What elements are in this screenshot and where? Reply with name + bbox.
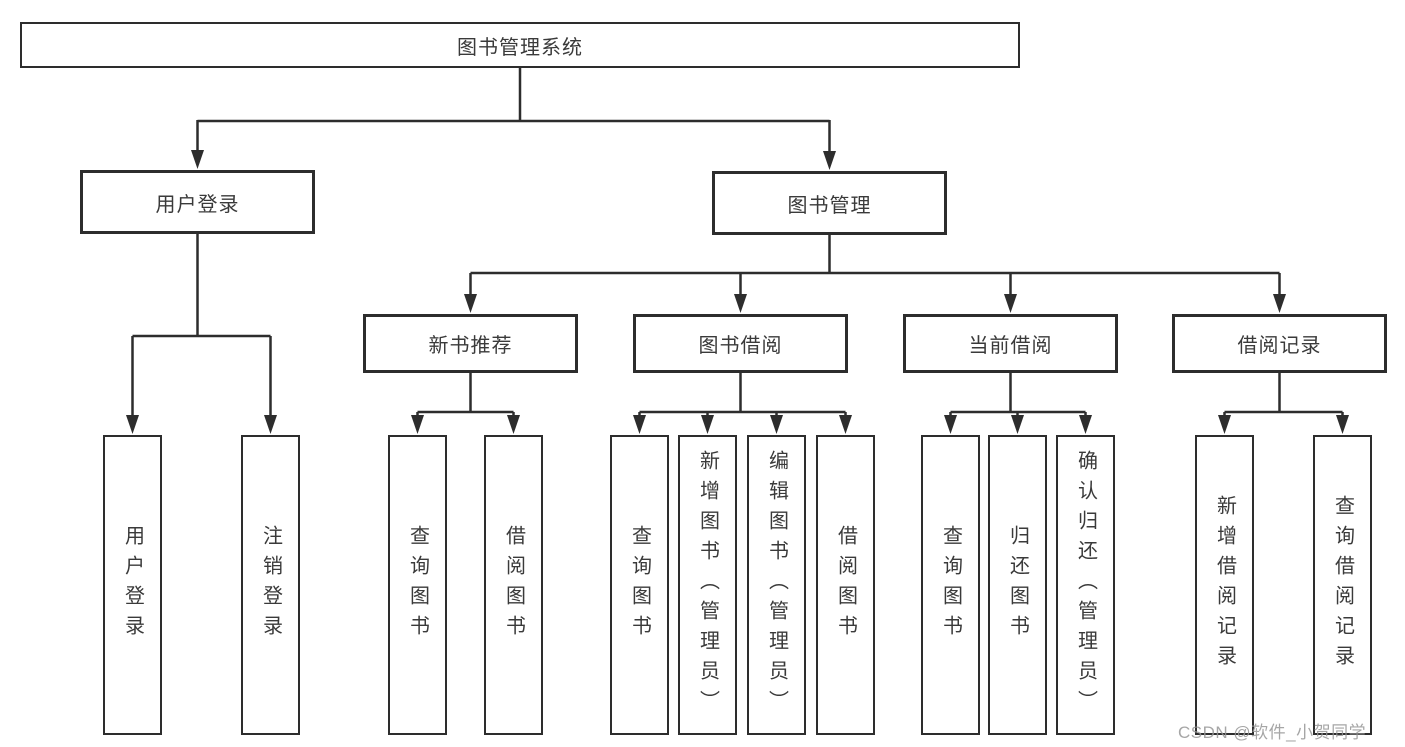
leaf-label: 查询图书 [628, 525, 651, 645]
leaf-label: 确认归还（管理员） [1074, 450, 1097, 720]
arrow-down-icon [701, 415, 714, 434]
leaf-label: 查询借阅记录 [1331, 495, 1354, 675]
leaf-add-borrow-record: 新增借阅记录 [1195, 435, 1254, 735]
node-label: 图书借阅 [698, 335, 783, 357]
leaf-edit-book-admin: 编辑图书（管理员） [747, 435, 806, 735]
leaf-label: 新增图书（管理员） [696, 450, 719, 720]
node-current-borrow: 当前借阅 [903, 314, 1118, 373]
arrow-down-icon [770, 415, 783, 434]
arrow-down-icon [507, 415, 520, 434]
node-user-login: 用户登录 [80, 170, 315, 234]
arrow-down-icon [1004, 294, 1017, 313]
connector-root-to-level2 [191, 68, 836, 170]
node-label: 图书管理系统 [457, 36, 583, 59]
node-label: 借阅记录 [1237, 335, 1322, 357]
leaf-borrow-book: 借阅图书 [816, 435, 875, 735]
leaf-label: 用户登录 [121, 525, 144, 645]
connector-newbook-to-leaves [411, 373, 520, 434]
node-label: 新书推荐 [428, 335, 513, 357]
leaf-label: 注销登录 [259, 525, 282, 645]
leaf-borrow-book-newbook: 借阅图书 [484, 435, 543, 735]
csdn-watermark: CSDN @软件_小贺同学 [1178, 723, 1367, 742]
leaf-label: 新增借阅记录 [1213, 495, 1236, 675]
leaf-label: 归还图书 [1006, 525, 1029, 645]
leaf-query-book-current: 查询图书 [921, 435, 980, 735]
connector-bookborrow-to-leaves [633, 373, 852, 434]
arrow-down-icon [411, 415, 424, 434]
leaf-label: 编辑图书（管理员） [765, 450, 788, 720]
arrow-down-icon [1011, 415, 1024, 434]
leaf-label: 借阅图书 [834, 525, 857, 645]
arrow-down-icon [633, 415, 646, 434]
leaf-label: 查询图书 [406, 525, 429, 645]
node-label: 用户登录 [155, 193, 240, 216]
arrow-down-icon [734, 294, 747, 313]
arrow-down-icon [1079, 415, 1092, 434]
arrow-down-icon [464, 294, 477, 313]
node-label: 当前借阅 [968, 335, 1053, 357]
leaf-query-borrow-record: 查询借阅记录 [1313, 435, 1372, 735]
leaf-return-book: 归还图书 [988, 435, 1047, 735]
arrow-down-icon [191, 150, 204, 169]
connector-userlogin-to-leaves [126, 234, 277, 434]
arrow-down-icon [944, 415, 957, 434]
arrow-down-icon [839, 415, 852, 434]
arrow-down-icon [264, 415, 277, 434]
leaf-logout: 注销登录 [241, 435, 300, 735]
leaf-label: 查询图书 [939, 525, 962, 645]
leaf-confirm-return-admin: 确认归还（管理员） [1056, 435, 1115, 735]
node-root-system: 图书管理系统 [20, 22, 1020, 68]
arrow-down-icon [823, 151, 836, 170]
node-new-book-recommend: 新书推荐 [363, 314, 578, 373]
leaf-add-book-admin: 新增图书（管理员） [678, 435, 737, 735]
node-borrow-record: 借阅记录 [1172, 314, 1387, 373]
connector-borrowrecord-to-leaves [1218, 373, 1349, 434]
node-label: 图书管理 [787, 194, 872, 217]
arrow-down-icon [1273, 294, 1286, 313]
arrow-down-icon [126, 415, 139, 434]
leaf-query-book-newbook: 查询图书 [388, 435, 447, 735]
node-book-borrow: 图书借阅 [633, 314, 848, 373]
leaf-user-login: 用户登录 [103, 435, 162, 735]
node-book-management: 图书管理 [712, 171, 947, 235]
arrow-down-icon [1336, 415, 1349, 434]
leaf-query-book-borrow: 查询图书 [610, 435, 669, 735]
connector-bookmgmt-to-level3 [464, 235, 1286, 313]
connector-currentborrow-to-leaves [944, 373, 1092, 434]
arrow-down-icon [1218, 415, 1231, 434]
leaf-label: 借阅图书 [502, 525, 525, 645]
